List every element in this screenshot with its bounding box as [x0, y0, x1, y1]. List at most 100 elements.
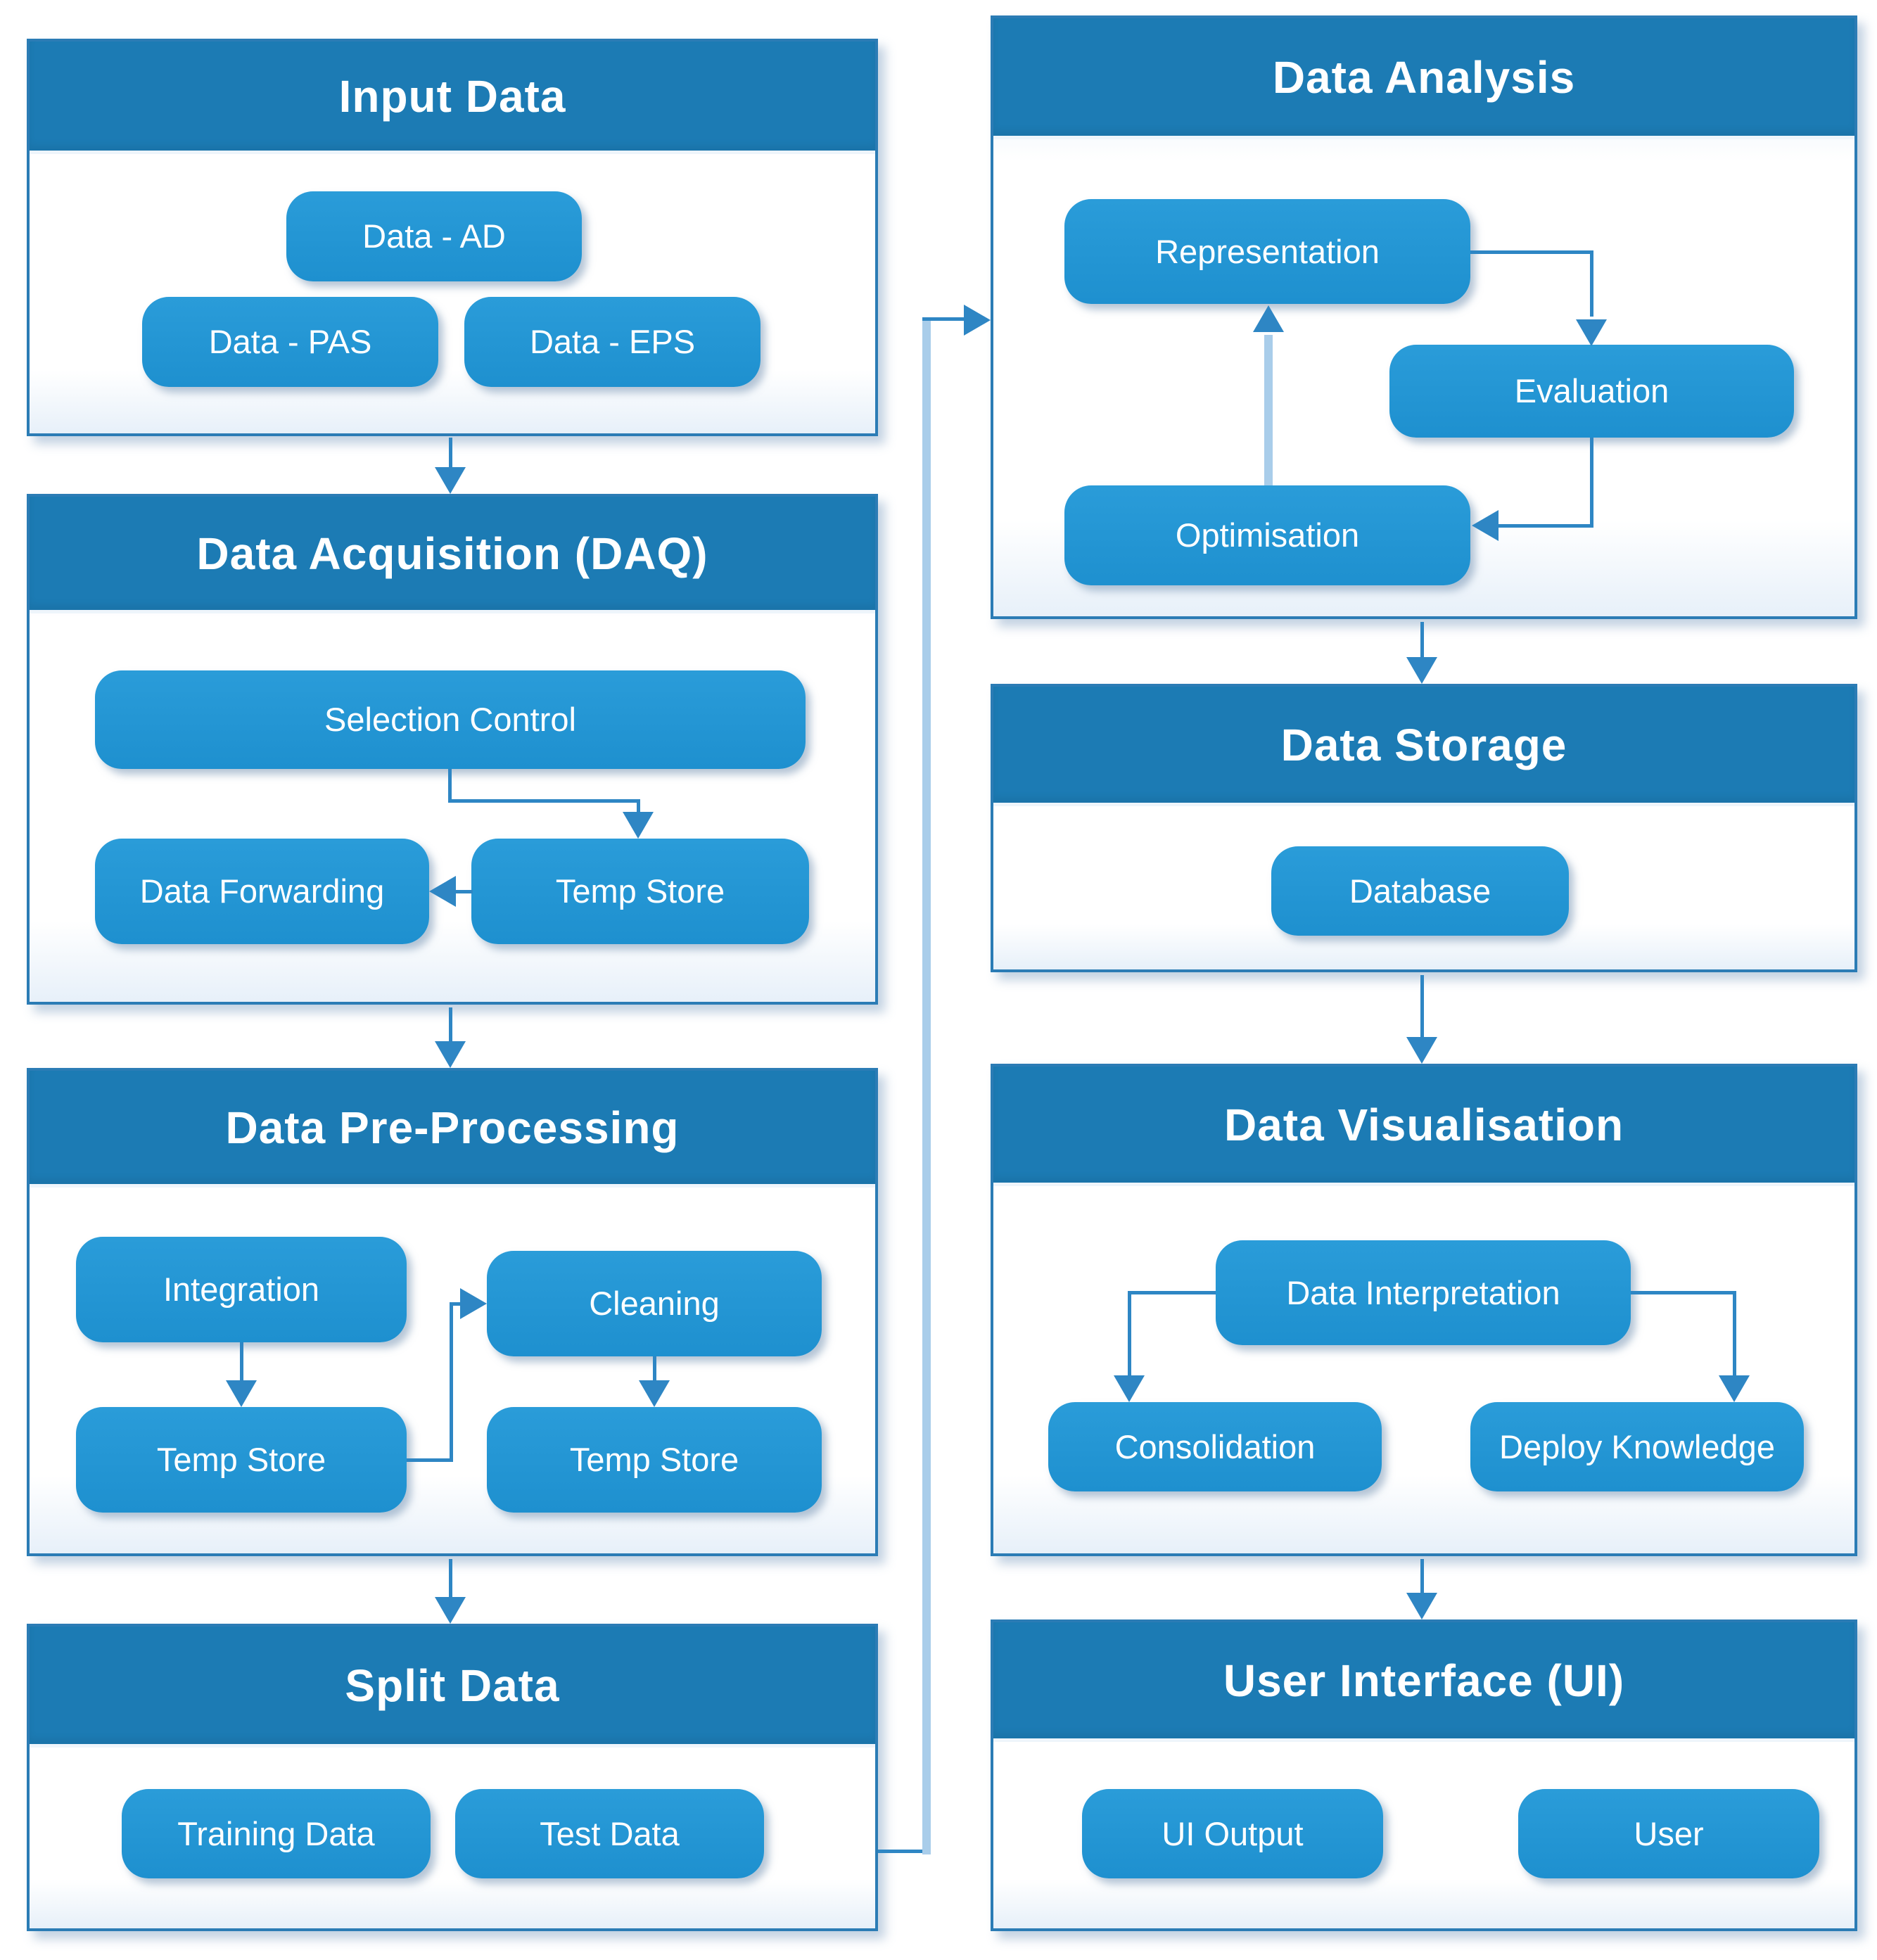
node-data-forwarding-label: Data Forwarding: [139, 872, 385, 910]
connector-optimisation-to-representation-band: [1264, 335, 1273, 485]
panel-user-interface: User Interface (UI) UI Output User: [991, 1619, 1857, 1931]
node-representation-label: Representation: [1155, 232, 1380, 270]
connector-preprocessing-to-split-line: [449, 1559, 452, 1598]
panel-split-data-title: Split Data: [345, 1660, 560, 1711]
arrow-down-icon: [226, 1380, 257, 1407]
connector-tempstore-to-forwarding-line: [454, 890, 473, 893]
node-temp-store-right-label: Temp Store: [569, 1441, 739, 1479]
connector-selection-to-tempstore-h: [448, 799, 640, 803]
panel-pre-processing: Data Pre-Processing Integration Cleaning…: [27, 1068, 878, 1556]
node-consolidation-label: Consolidation: [1114, 1427, 1316, 1465]
connector-integration-to-tempstore-line: [240, 1342, 243, 1383]
node-database-label: Database: [1349, 872, 1491, 910]
node-temp-store-right: Temp Store: [487, 1407, 822, 1513]
connector-evaluation-to-optimisation-v: [1590, 438, 1593, 526]
arrow-right-icon: [460, 1288, 487, 1319]
connector-split-to-analysis-bottom: [878, 1850, 931, 1853]
panel-split-data: Split Data Training Data Test Data: [27, 1624, 878, 1931]
arrow-down-icon: [1114, 1375, 1145, 1402]
node-selection-control-label: Selection Control: [324, 701, 576, 739]
node-training-data: Training Data: [122, 1789, 431, 1878]
node-data-eps: Data - EPS: [464, 297, 761, 387]
node-daq-temp-store: Temp Store: [471, 839, 809, 944]
connector-tempstore-to-cleaning-h2: [452, 1302, 463, 1306]
node-consolidation: Consolidation: [1048, 1402, 1382, 1491]
node-cleaning: Cleaning: [487, 1251, 822, 1356]
node-integration-label: Integration: [163, 1271, 320, 1309]
connector-evaluation-to-optimisation-h: [1497, 524, 1593, 528]
node-selection-control: Selection Control: [95, 670, 806, 769]
panel-user-interface-title: User Interface (UI): [1223, 1655, 1625, 1706]
arrow-down-icon: [1719, 1375, 1750, 1402]
panel-daq-title: Data Acquisition (DAQ): [196, 528, 708, 579]
panel-data-analysis-header: Data Analysis: [993, 18, 1854, 139]
panel-pre-processing-header: Data Pre-Processing: [30, 1071, 875, 1188]
node-cleaning-label: Cleaning: [589, 1285, 720, 1323]
arrow-down-icon: [1406, 1593, 1437, 1619]
panel-data-analysis: Data Analysis Representation Evaluation …: [991, 15, 1857, 619]
connector-selection-to-tempstore-v1: [448, 769, 452, 801]
connector-representation-to-evaluation-v: [1590, 250, 1593, 317]
node-ui-output: UI Output: [1082, 1789, 1383, 1878]
node-data-ad-label: Data - AD: [362, 217, 506, 255]
node-test-data: Test Data: [455, 1789, 764, 1878]
node-data-pas-label: Data - PAS: [208, 323, 372, 361]
connector-tempstore-to-cleaning-h1: [407, 1458, 453, 1462]
node-deploy-knowledge: Deploy Knowledge: [1470, 1402, 1804, 1491]
connector-analysis-to-storage-line: [1420, 622, 1424, 660]
panel-input-data-header: Input Data: [30, 42, 875, 154]
node-training-data-label: Training Data: [177, 1814, 375, 1852]
node-temp-store-left: Temp Store: [76, 1407, 407, 1513]
arrow-down-icon: [639, 1380, 670, 1407]
node-test-data-label: Test Data: [540, 1814, 680, 1852]
node-representation: Representation: [1064, 199, 1470, 304]
connector-daq-to-preprocessing-line: [449, 1007, 452, 1043]
arrow-left-icon: [1472, 510, 1499, 541]
panel-split-data-header: Split Data: [30, 1627, 875, 1748]
connector-interpretation-to-consolidation-h: [1129, 1291, 1216, 1294]
connector-split-to-analysis-top: [922, 317, 966, 321]
node-user-label: User: [1634, 1814, 1704, 1852]
node-data-interpretation: Data Interpretation: [1216, 1240, 1631, 1345]
connector-tempstore-to-cleaning-v: [450, 1302, 453, 1462]
panel-daq-header: Data Acquisition (DAQ): [30, 497, 875, 613]
panel-input-data-title: Input Data: [338, 70, 566, 122]
node-data-eps-label: Data - EPS: [529, 323, 696, 361]
node-database: Database: [1271, 846, 1569, 936]
arrow-down-icon: [623, 812, 654, 839]
node-integration: Integration: [76, 1237, 407, 1342]
arrow-right-icon: [964, 305, 991, 336]
node-user: User: [1518, 1789, 1819, 1878]
connector-interpretation-to-consolidation-v: [1128, 1291, 1131, 1377]
panel-daq: Data Acquisition (DAQ) Selection Control…: [27, 494, 878, 1005]
node-optimisation: Optimisation: [1064, 485, 1470, 585]
arrow-down-icon: [435, 1597, 466, 1624]
connector-interpretation-to-deploy-h: [1631, 1291, 1734, 1294]
panel-data-storage: Data Storage Database: [991, 684, 1857, 972]
connector-interpretation-to-deploy-v: [1733, 1291, 1736, 1377]
panel-data-analysis-title: Data Analysis: [1272, 51, 1576, 103]
panel-user-interface-header: User Interface (UI): [993, 1622, 1854, 1742]
connector-visualisation-to-ui-line: [1420, 1559, 1424, 1594]
node-daq-temp-store-label: Temp Store: [555, 872, 725, 910]
panel-input-data: Input Data Data - AD Data - PAS Data - E…: [27, 39, 878, 436]
connector-representation-to-evaluation-h: [1470, 250, 1593, 254]
node-data-forwarding: Data Forwarding: [95, 839, 429, 944]
panel-data-visualisation: Data Visualisation Data Interpretation C…: [991, 1064, 1857, 1556]
node-ui-output-label: UI Output: [1162, 1814, 1304, 1852]
node-optimisation-label: Optimisation: [1175, 516, 1360, 554]
node-deploy-knowledge-label: Deploy Knowledge: [1499, 1427, 1775, 1465]
connector-cleaning-to-tempstore-line: [653, 1356, 656, 1383]
arrow-down-icon: [435, 1041, 466, 1068]
panel-data-visualisation-header: Data Visualisation: [993, 1067, 1854, 1186]
panel-data-visualisation-title: Data Visualisation: [1223, 1099, 1624, 1150]
connector-selection-to-tempstore-v2: [637, 799, 640, 815]
panel-data-storage-title: Data Storage: [1280, 719, 1567, 770]
arrow-down-icon: [435, 467, 466, 494]
panel-data-storage-header: Data Storage: [993, 687, 1854, 806]
node-data-ad: Data - AD: [286, 191, 582, 281]
arrow-up-icon: [1253, 305, 1284, 332]
connector-storage-to-visualisation-line: [1420, 975, 1424, 1038]
node-data-interpretation-label: Data Interpretation: [1286, 1273, 1560, 1311]
panel-pre-processing-title: Data Pre-Processing: [225, 1102, 680, 1153]
